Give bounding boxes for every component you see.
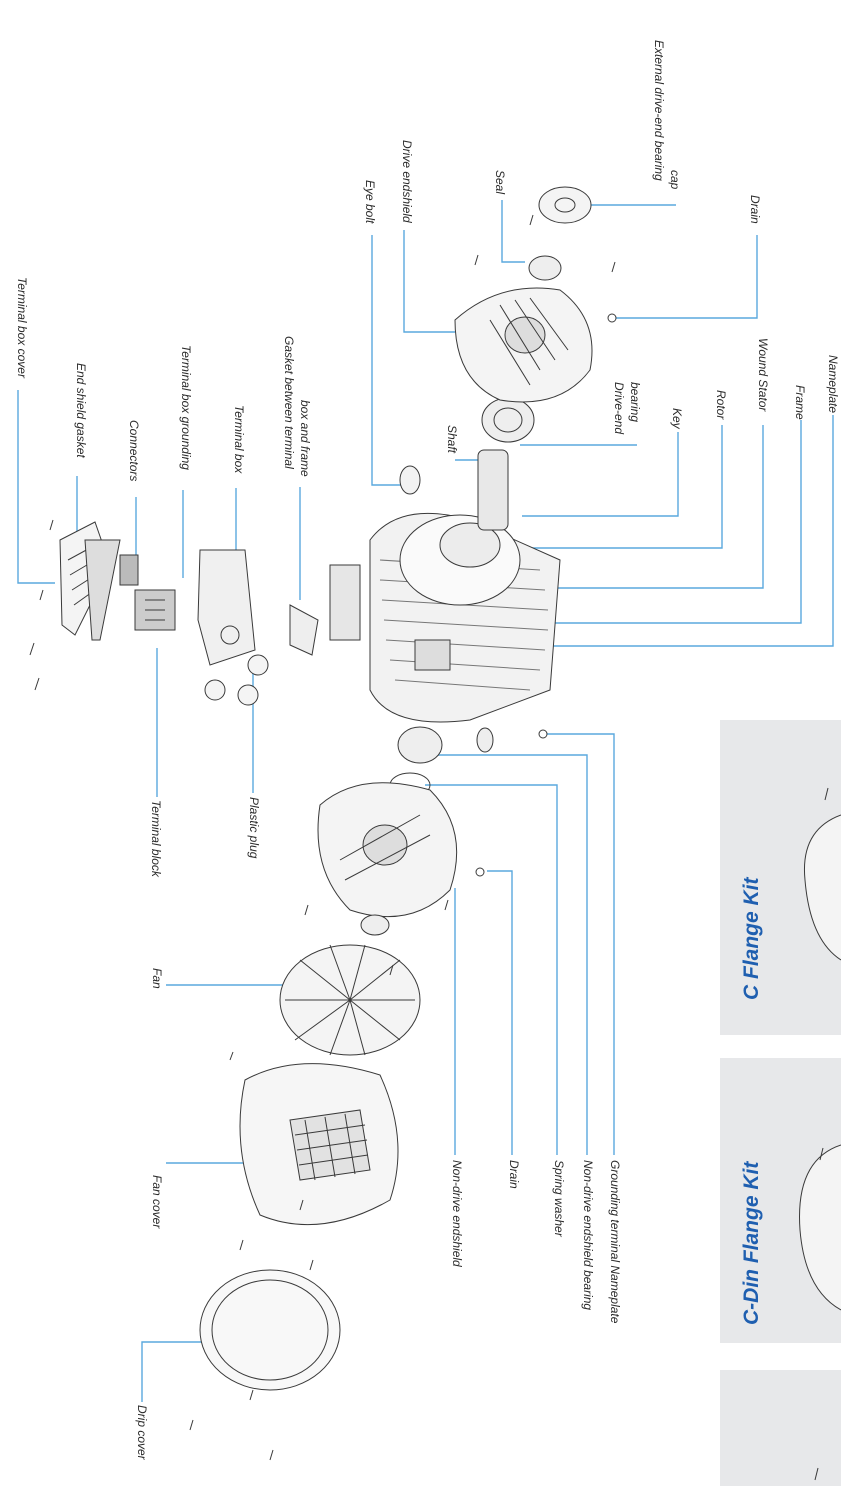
leader-seal <box>501 200 525 263</box>
label-connectors: Connectors <box>127 420 141 482</box>
label-key: Key <box>670 408 684 429</box>
leader-eye-bolt <box>371 235 405 486</box>
label-fan: Fan <box>150 968 164 989</box>
label-terminal-block: Terminal block <box>149 800 163 877</box>
label-external-cap-line1: External drive-end bearing <box>652 40 666 181</box>
gasket-part <box>84 539 121 641</box>
leader-non-drive-bearing <box>438 754 588 1155</box>
label-drain-bottom: Drain <box>507 1160 521 1189</box>
label-frame: Frame <box>793 385 807 420</box>
leader-drain-top <box>612 235 758 319</box>
label-rotor: Rotor <box>714 390 728 420</box>
label-end-shield-gasket: End shield gasket <box>74 363 88 458</box>
drip-cover-part <box>199 1269 341 1391</box>
label-non-drive-endshield: Non-drive endshield <box>450 1160 464 1267</box>
label-terminal-box-cover: Terminal box cover <box>15 277 29 378</box>
c-din-flange-kit-sketch <box>799 1144 841 1311</box>
leader-wound-stator <box>520 425 764 589</box>
label-drive-end-bearing-line2: bearing <box>628 382 642 423</box>
leader-grounding-nameplate <box>545 733 615 1155</box>
label-eye-bolt: Eye bolt <box>363 180 377 224</box>
label-seal: Seal <box>493 170 507 195</box>
c-flange-kit-sketch <box>803 814 841 961</box>
shaft-part <box>477 449 509 531</box>
part-sketches <box>29 186 617 1461</box>
label-nameplate: Nameplate <box>826 355 840 414</box>
label-terminal-box-grounding: Terminal box grounding <box>179 345 193 470</box>
terminal-box-part <box>197 549 256 666</box>
label-grounding-nameplate: Grounding terminal Nameplate <box>608 1160 622 1324</box>
label-fan-cover: Fan cover <box>150 1175 164 1229</box>
leader-key <box>522 432 679 517</box>
label-non-drive-bearing: Non-drive endshield bearing <box>581 1160 595 1311</box>
non-drive-bearing-part <box>397 726 443 764</box>
leader-nameplate <box>455 415 834 647</box>
nameplate-part <box>414 639 451 671</box>
leader-spring-washer <box>425 784 558 1155</box>
label-plastic-plug: Plastic plug <box>247 797 261 859</box>
leader-drive-endshield <box>403 230 455 333</box>
leader-drip-cover <box>141 1341 202 1402</box>
leader-lines <box>17 200 834 1402</box>
label-drip-cover: Drip cover <box>135 1405 149 1460</box>
label-drive-end-bearing-line1: Drive-end <box>612 382 626 435</box>
leader-rotor <box>528 425 723 549</box>
label-shaft: Shaft <box>445 425 459 454</box>
label-gasket-line2: box and frame <box>298 400 312 477</box>
label-gasket-line1: Gasket between terminal <box>282 336 296 469</box>
label-wound-stator: Wound Stator <box>756 338 770 412</box>
label-drive-endshield: Drive endshield <box>400 140 414 223</box>
third-kit-panel <box>720 1370 841 1486</box>
leader-drain-bottom <box>487 870 513 1155</box>
label-terminal-box: Terminal box <box>232 405 246 474</box>
seal-part <box>528 255 562 281</box>
leader-frame <box>535 420 802 624</box>
label-drain-top: Drain <box>748 195 762 224</box>
leader-terminal-box-cover <box>17 390 55 584</box>
label-spring-washer: Spring washer <box>552 1160 566 1237</box>
external-cap-part <box>538 186 592 224</box>
label-external-cap-line2: cap <box>668 170 682 190</box>
